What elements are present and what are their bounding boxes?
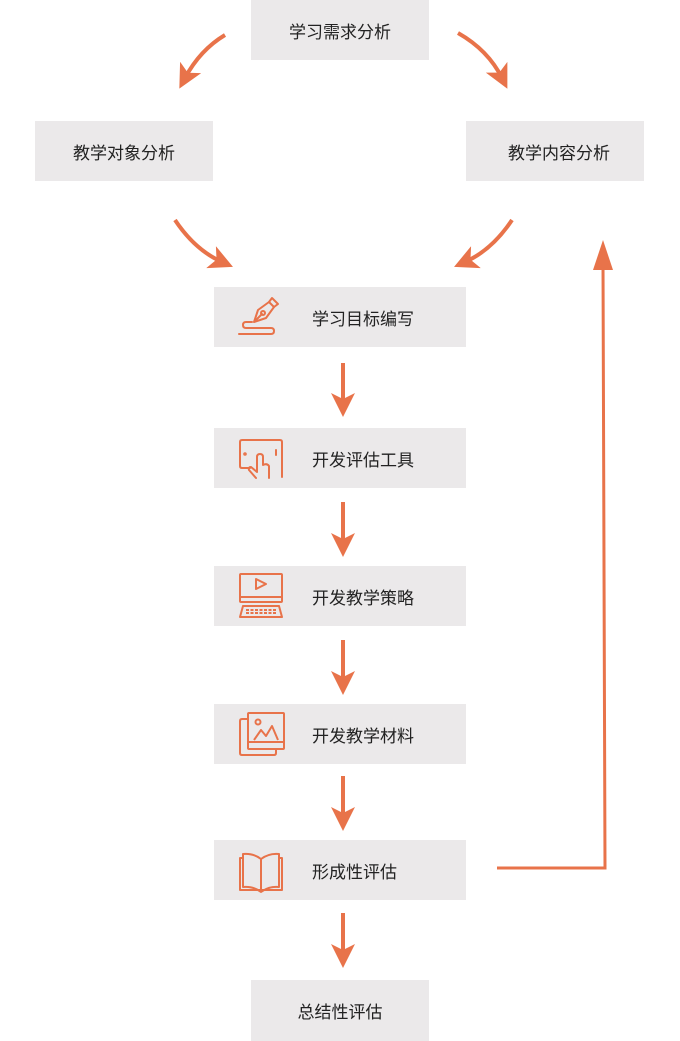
node-label: 教学内容分析 (508, 143, 610, 164)
open-book-icon (239, 852, 283, 893)
node-instructional-materials: 开发教学材料 (214, 704, 466, 764)
node-objectives: 学习目标编写 (214, 287, 466, 347)
node-content-analysis: 教学内容分析 (466, 121, 644, 181)
arrow-needs-to-learners (179, 33, 227, 89)
feedback-arrow-line (497, 261, 607, 870)
node-learner-analysis: 教学对象分析 (35, 121, 213, 181)
node-label: 开发教学策略 (312, 588, 414, 609)
node-label: 总结性评估 (297, 1003, 383, 1023)
arrow-needs-to-content (457, 31, 508, 89)
node-assessment-tools: 开发评估工具 (214, 428, 466, 488)
node-needs-analysis: 学习需求分析 (251, 0, 429, 60)
node-label: 开发评估工具 (312, 450, 414, 471)
node-summative-evaluation: 总结性评估 (251, 980, 429, 1041)
tablet-touch-icon (239, 439, 283, 479)
node-label: 教学对象分析 (73, 143, 175, 164)
node-instructional-strategy: 开发教学策略 (214, 566, 466, 626)
node-formative-evaluation: 形成性评估 (214, 840, 466, 900)
pen-nib-icon (238, 297, 279, 335)
arrow-content-to-objectives (454, 218, 514, 269)
feedback-arrow-head (593, 240, 613, 270)
video-computer-icon (239, 573, 283, 618)
node-label: 开发教学材料 (312, 726, 414, 747)
node-label: 形成性评估 (312, 862, 397, 883)
image-gallery-icon (239, 712, 285, 756)
node-label: 学习需求分析 (289, 22, 391, 43)
arrow-learners-to-objectives (173, 218, 233, 269)
node-label: 学习目标编写 (312, 309, 414, 330)
